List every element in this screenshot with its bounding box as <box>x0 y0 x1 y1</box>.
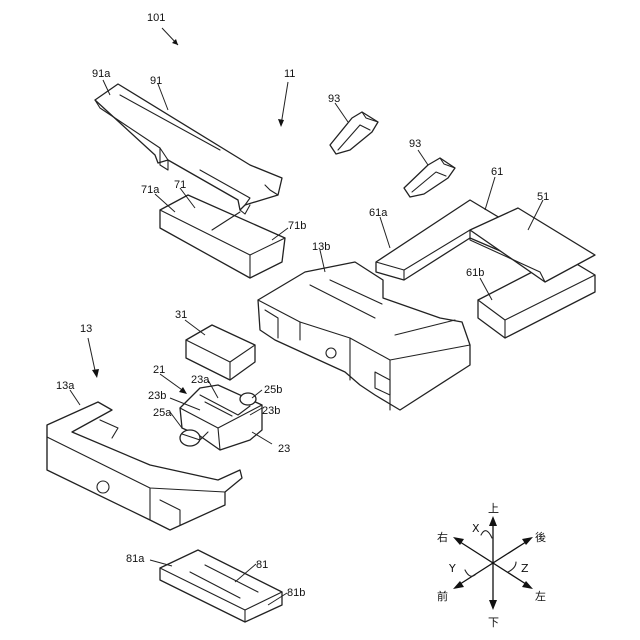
part-71-pad <box>160 195 285 278</box>
label-23a: 23a <box>191 374 210 386</box>
label-81: 81 <box>256 559 268 571</box>
label-23b-right: 23b <box>262 405 280 417</box>
part-93-clip-top <box>330 112 378 154</box>
label-13a: 13a <box>56 380 75 392</box>
axis-right-label: 右 <box>437 530 448 544</box>
label-93-mid: 93 <box>409 138 421 150</box>
label-93-top: 93 <box>328 93 340 105</box>
label-81b: 81b <box>287 587 305 599</box>
axis-up-label: 上 <box>488 502 499 515</box>
axis-left-label: 左 <box>535 590 546 603</box>
axis-front-label: 前 <box>437 589 448 603</box>
label-91: 91 <box>150 75 162 87</box>
label-51: 51 <box>537 191 549 203</box>
label-13: 13 <box>80 323 92 335</box>
label-61a: 61a <box>369 207 388 219</box>
axis-rear-label: 後 <box>535 530 546 544</box>
orientation-axes: 上 下 右 後 前 左 X Y Z <box>437 502 546 629</box>
label-11: 11 <box>284 68 295 80</box>
label-25a: 25a <box>153 407 172 419</box>
label-91a: 91a <box>92 68 111 80</box>
label-81a: 81a <box>126 553 145 565</box>
label-13b: 13b <box>312 241 330 253</box>
part-13b-housing <box>258 262 470 410</box>
label-25b: 25b <box>264 384 282 396</box>
label-71b: 71b <box>288 220 306 232</box>
label-23: 23 <box>278 443 290 455</box>
label-71: 71 <box>174 179 186 191</box>
label-61b: 61b <box>466 267 484 279</box>
axis-x-label: X <box>472 522 480 535</box>
part-93-clip-mid <box>404 158 455 197</box>
part-31-block <box>186 325 255 380</box>
label-61: 61 <box>491 166 503 178</box>
label-23b-left: 23b <box>148 390 166 402</box>
label-101: 101 <box>147 12 165 24</box>
label-71a: 71a <box>141 184 160 196</box>
label-21: 21 <box>153 364 165 376</box>
part-91-cover <box>95 84 282 214</box>
part-25b-pin <box>240 393 256 405</box>
axis-y-label: Y <box>448 562 456 575</box>
axis-z-label: Z <box>521 562 529 575</box>
axis-down-label: 下 <box>488 616 499 629</box>
label-31: 31 <box>175 309 187 321</box>
